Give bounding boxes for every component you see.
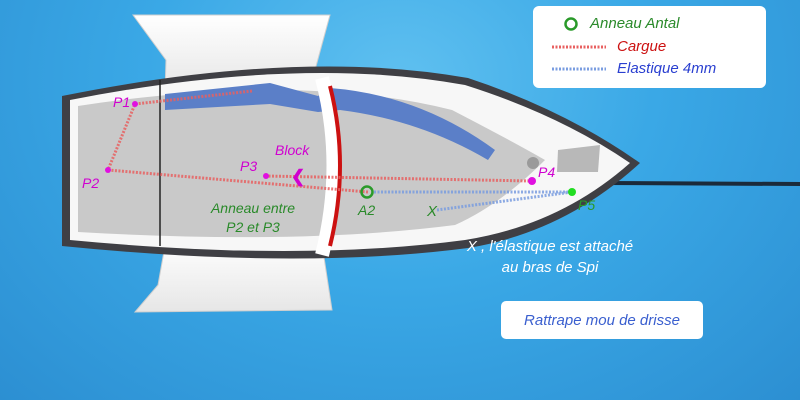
legend-cargue-label: Cargue [617, 38, 667, 55]
legend-ring-row: Anneau Antal [533, 14, 766, 34]
spi-note: X , l'élastique est attaché au bras de S… [440, 236, 660, 278]
blue-stripe [165, 83, 495, 160]
antal-ring-a2 [360, 185, 374, 199]
label-p2: P2 [82, 175, 99, 191]
annotation-anneau-line1: Anneau entre [210, 200, 295, 216]
cargue-swatch [552, 45, 606, 49]
label-block: Block [275, 142, 310, 158]
point-p2-dot [105, 167, 111, 173]
mast-step [527, 157, 539, 169]
red-bar [328, 85, 342, 247]
forward-hatch [557, 145, 600, 172]
label-x: X [426, 203, 438, 220]
spi-note-line2: au bras de Spi [501, 259, 599, 276]
legend: Anneau Antal Cargue Elastique 4mm [533, 6, 766, 88]
point-p3-dot [263, 173, 269, 179]
block-icon: ❮ [291, 167, 305, 187]
label-p4: P4 [538, 164, 555, 180]
point-p4-dot [528, 177, 536, 185]
elastique-line [374, 190, 573, 212]
label-p3: P3 [240, 158, 257, 174]
deck-separator [315, 76, 341, 257]
point-p5-dot [568, 188, 576, 196]
elastique-swatch [552, 67, 606, 71]
cargue-line [105, 89, 533, 194]
legend-elastique-label: Elastique 4mm [617, 60, 717, 77]
point-p1-dot [132, 101, 138, 107]
spi-note-line1: X , l'élastique est attaché [466, 238, 634, 255]
bowsprit [599, 181, 800, 186]
annotation-anneau-line2: P2 et P3 [226, 219, 280, 235]
legend-cargue-row: Cargue [533, 37, 766, 57]
label-p5: P5 [578, 197, 595, 213]
ring-icon [564, 17, 578, 31]
legend-elastique-row: Elastique 4mm [533, 59, 766, 79]
rattrape-mou-button[interactable]: Rattrape mou de drisse [501, 301, 703, 339]
label-a2: A2 [357, 202, 375, 218]
legend-ring-label: Anneau Antal [590, 15, 680, 32]
label-p1: P1 [113, 94, 130, 110]
